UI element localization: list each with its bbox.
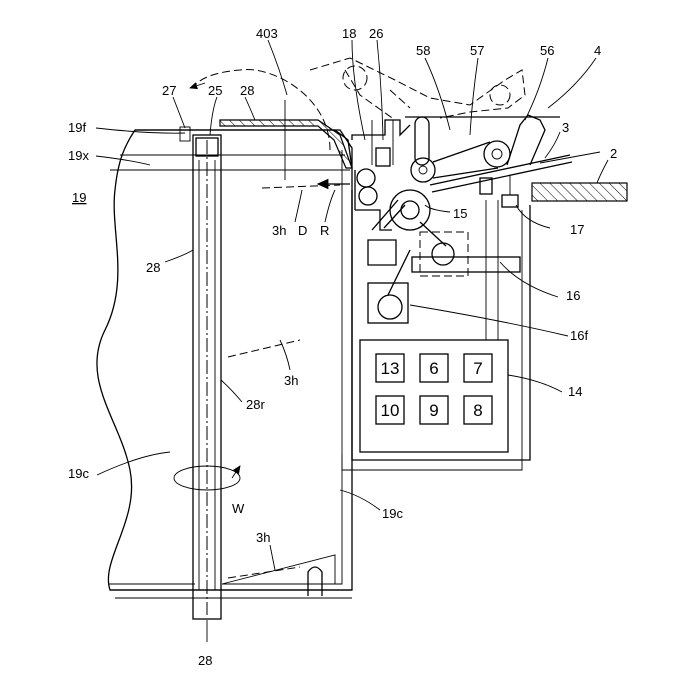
- label-56: 56: [540, 43, 554, 58]
- motor-belt: [388, 250, 410, 295]
- label-19: 19: [72, 190, 86, 205]
- label-26: 26: [369, 26, 383, 41]
- idler-wheel-hub: [419, 166, 427, 174]
- plate-16: [412, 257, 520, 272]
- label-16f: 16f: [570, 328, 588, 343]
- label-2: 2: [610, 146, 617, 161]
- label-d: D: [298, 223, 307, 238]
- key-10-label: 10: [381, 401, 400, 420]
- key-7-label: 7: [473, 359, 482, 378]
- bearing-27: [180, 127, 190, 141]
- label-28-mid: 28: [146, 260, 160, 275]
- roller-upper: [357, 169, 375, 187]
- label-58: 58: [416, 43, 430, 58]
- label-28-bottom: 28: [198, 653, 212, 668]
- label-19f: 19f: [68, 120, 86, 135]
- label-57: 57: [470, 43, 484, 58]
- frame-4: [507, 115, 545, 165]
- roller-lower: [359, 187, 377, 205]
- motor-16f-pulley: [378, 295, 402, 319]
- label-r: R: [320, 223, 329, 238]
- key-6-label: 6: [429, 359, 438, 378]
- label-403: 403: [256, 26, 278, 41]
- label-3: 3: [562, 120, 569, 135]
- cabinet-outline: [97, 130, 352, 590]
- label-3h-top: 3h: [272, 223, 286, 238]
- key-9-label: 9: [429, 401, 438, 420]
- label-28-top: 28: [240, 83, 254, 98]
- top-roller-57: [484, 141, 510, 167]
- label-18: 18: [342, 26, 356, 41]
- idler-wheel: [411, 158, 435, 182]
- top-panel-19f: [135, 130, 352, 168]
- arm-lower: [372, 200, 405, 230]
- label-19c-right: 19c: [382, 506, 403, 521]
- key-13-label: 13: [381, 359, 400, 378]
- hatched-cover-28: [220, 120, 352, 168]
- label-15: 15: [453, 206, 467, 221]
- label-3h-mid: 3h: [284, 373, 298, 388]
- label-14: 14: [568, 384, 582, 399]
- label-19x: 19x: [68, 148, 89, 163]
- swing-arrow: [190, 83, 205, 88]
- bin-slope: [222, 555, 335, 584]
- rotation-arrowhead: [232, 466, 240, 478]
- label-16: 16: [566, 288, 580, 303]
- dashed-wheel-b: [490, 85, 510, 105]
- coin-path-3h-mid: [228, 340, 300, 357]
- top-roller-57-hub: [492, 149, 502, 159]
- motor-block: [368, 240, 396, 265]
- arm-to-box: [420, 222, 446, 246]
- label-3h-bottom: 3h: [256, 530, 270, 545]
- sensor-17: [502, 195, 518, 207]
- label-w: W: [232, 501, 245, 516]
- key-8-label: 8: [473, 401, 482, 420]
- chute-extension: [540, 152, 600, 163]
- label-28r: 28r: [246, 397, 265, 412]
- hopper-26: [376, 148, 390, 166]
- gear-16: [432, 243, 454, 265]
- wheel-15-hub: [401, 201, 419, 219]
- label-25: 25: [208, 83, 222, 98]
- wheel-15: [390, 190, 430, 230]
- label-17: 17: [570, 222, 584, 237]
- counter-2: [532, 183, 627, 201]
- label-4: 4: [594, 43, 601, 58]
- coin-path-3h: [262, 185, 340, 188]
- cabinet-inner-wall: [222, 150, 342, 584]
- dashed-box-16: [420, 232, 468, 276]
- label-19c-left: 19c: [68, 466, 89, 481]
- label-27: 27: [162, 83, 176, 98]
- bin-corner-roll: [308, 567, 322, 596]
- coin-path-3h-low: [228, 567, 300, 578]
- machine-housing: [352, 120, 530, 460]
